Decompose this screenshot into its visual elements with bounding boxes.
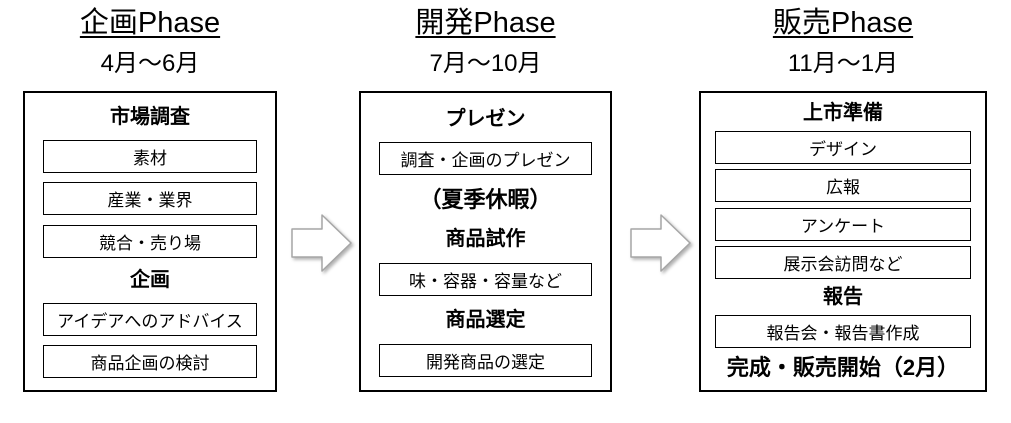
phase-title: 企画Phase xyxy=(79,7,221,39)
task-item: アンケート xyxy=(715,207,971,241)
phase-column-planning: 企画Phase 4月～6月 市場調査 素材 産業・業界 競合・売り場 企画 アイ… xyxy=(23,6,277,392)
task-item: アイデアへのアドバイス xyxy=(43,302,257,336)
section-header: 商品選定 xyxy=(445,308,526,331)
task-item: 競合・売り場 xyxy=(43,224,257,258)
task-item: 報告会・報告書作成 xyxy=(715,315,971,349)
task-item: 商品企画の検討 xyxy=(43,345,257,379)
section-header: 上市準備 xyxy=(803,101,883,124)
section-header: 企画 xyxy=(130,269,170,292)
phase-period: 7月～10月 xyxy=(429,49,542,77)
task-item: 素材 xyxy=(43,139,257,173)
phase-column-development: 開発Phase 7月～10月 プレゼン 調査・企画のプレゼン （夏季休暇） 商品… xyxy=(359,6,612,392)
phase-title: 販売Phase xyxy=(772,7,914,39)
phase-box: 市場調査 素材 産業・業界 競合・売り場 企画 アイデアへのアドバイス 商品企画… xyxy=(23,90,277,392)
task-item: 味・容器・容量など xyxy=(379,262,592,296)
phase-box: 上市準備 デザイン 広報 アンケート 展示会訪問など 報告 報告会・報告書作成 … xyxy=(699,90,987,392)
task-item: 広報 xyxy=(715,169,971,203)
right-arrow-icon xyxy=(630,214,691,272)
task-item: 調査・企画のプレゼン xyxy=(379,142,592,176)
task-item: デザイン xyxy=(715,131,971,165)
phase-column-sales: 販売Phase 11月～1月 上市準備 デザイン 広報 アンケート 展示会訪問な… xyxy=(699,6,987,392)
section-header: 報告 xyxy=(823,286,863,309)
right-arrow-icon xyxy=(291,214,352,272)
phase-box: プレゼン 調査・企画のプレゼン （夏季休暇） 商品試作 味・容器・容量など 商品… xyxy=(359,90,612,392)
section-header: 市場調査 xyxy=(110,106,190,129)
phase-period: 11月～1月 xyxy=(787,49,899,77)
section-header: 商品試作 xyxy=(445,227,526,250)
task-item: 展示会訪問など xyxy=(715,245,971,279)
phase-period: 4月～6月 xyxy=(100,49,200,77)
section-header-summer-break: （夏季休暇） xyxy=(419,187,552,213)
phase-title: 開発Phase xyxy=(415,7,556,39)
task-item: 開発商品の選定 xyxy=(379,343,592,377)
task-item: 産業・業界 xyxy=(43,182,257,216)
section-header-launch: 完成・販売開始（2月） xyxy=(726,354,960,380)
section-header: プレゼン xyxy=(445,107,526,130)
